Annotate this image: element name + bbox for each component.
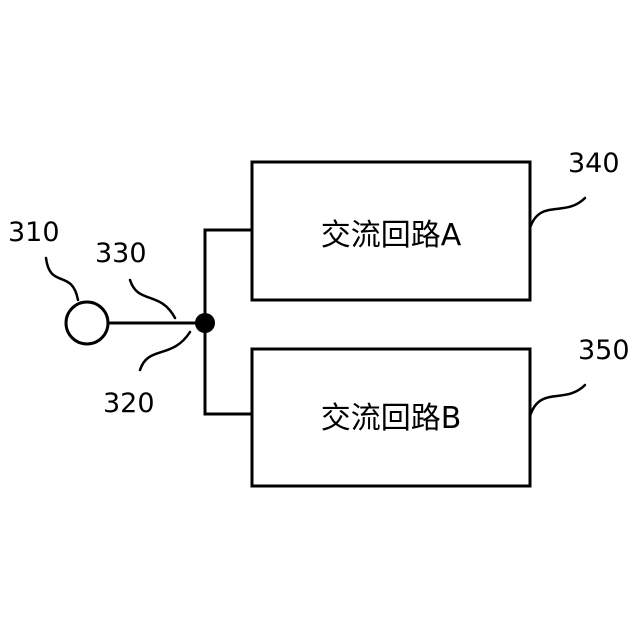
ref-label-350: 350 <box>578 335 630 366</box>
ref-label-310: 310 <box>8 217 60 248</box>
circuit-a-label: 交流回路A <box>321 218 462 253</box>
circuit-b-label: 交流回路B <box>321 401 462 436</box>
junction-node <box>195 313 215 333</box>
leader-line-320 <box>140 332 190 370</box>
leader-line-310 <box>46 258 78 300</box>
ref-label-340: 340 <box>568 148 620 179</box>
leader-line-340 <box>530 198 585 228</box>
ref-label-320: 320 <box>103 388 155 419</box>
leader-line-350 <box>530 385 585 416</box>
ac-source-circle <box>66 302 108 344</box>
ref-label-330: 330 <box>95 238 147 269</box>
leader-line-330 <box>130 280 175 318</box>
